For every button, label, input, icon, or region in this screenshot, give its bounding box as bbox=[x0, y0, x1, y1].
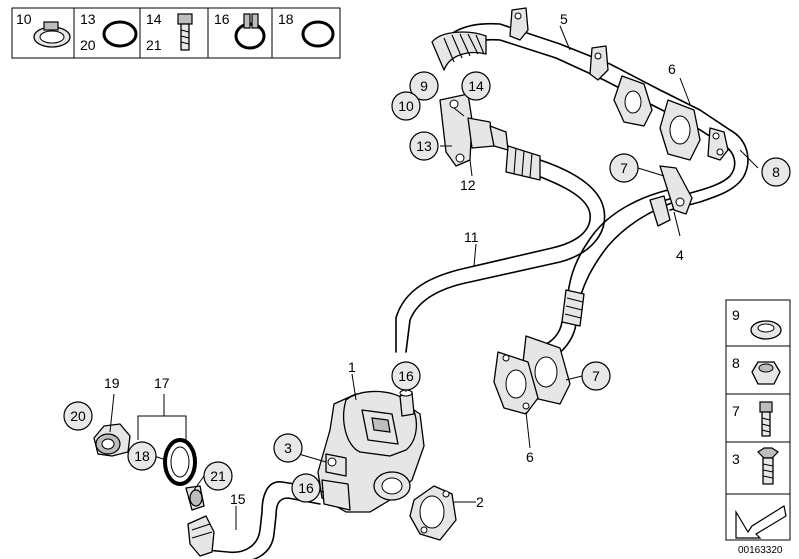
vacuum-hose bbox=[395, 145, 606, 353]
callout-10: 10 bbox=[398, 98, 414, 114]
legend-top: 10 13 20 14 21 16 18 bbox=[11, 7, 341, 59]
egr-pipe-lower bbox=[493, 165, 693, 415]
callout-bubble-16-lower: 16 bbox=[291, 473, 321, 503]
lower-pipe-bellows bbox=[561, 289, 585, 327]
callout-5: 5 bbox=[560, 11, 568, 27]
hose-fitting bbox=[185, 485, 205, 511]
throttle-housing bbox=[317, 389, 425, 513]
cap-nut bbox=[93, 423, 131, 457]
reference-number: 00163320 bbox=[738, 545, 783, 556]
legend-top-item-21: 21 bbox=[146, 37, 162, 53]
callout-bubble-20: 20 bbox=[63, 401, 93, 431]
callout-1: 1 bbox=[348, 359, 356, 375]
callout-18: 18 bbox=[134, 448, 150, 464]
pipe-bellows bbox=[431, 31, 487, 71]
fitting-seal bbox=[163, 438, 197, 486]
callout-16-upper: 16 bbox=[398, 368, 414, 384]
legend-side-item-8: 8 bbox=[732, 355, 740, 371]
pressure-converter bbox=[439, 93, 509, 167]
callout-15: 15 bbox=[230, 491, 246, 507]
legend-top-item-14: 14 bbox=[146, 11, 162, 27]
spring-clamp-icon bbox=[234, 13, 266, 50]
o-ring-icon bbox=[102, 20, 138, 48]
throttle-gasket bbox=[409, 485, 457, 541]
callout-8: 8 bbox=[772, 164, 780, 180]
callout-7-lower: 7 bbox=[592, 368, 600, 384]
callout-6-lower: 6 bbox=[526, 449, 534, 465]
washer-icon bbox=[750, 320, 782, 340]
direction-arrow-icon bbox=[735, 505, 787, 539]
callout-bubble-7-lower: 7 bbox=[581, 361, 611, 391]
callout-12: 12 bbox=[460, 177, 476, 193]
callout-bubble-7-upper: 7 bbox=[609, 153, 639, 183]
callout-bubble-3: 3 bbox=[273, 433, 303, 463]
stud-icon bbox=[759, 401, 773, 437]
legend-top-item-16: 16 bbox=[214, 11, 230, 27]
callout-17: 17 bbox=[154, 375, 170, 391]
legend-side: 9 8 7 3 bbox=[725, 299, 791, 541]
flange-bolt-icon bbox=[757, 447, 779, 485]
callout-21: 21 bbox=[210, 468, 226, 484]
callout-11: 11 bbox=[464, 229, 479, 245]
coolant-hose bbox=[187, 481, 321, 559]
legend-side-item-7: 7 bbox=[732, 403, 740, 419]
callout-16-lower: 16 bbox=[298, 480, 314, 496]
callout-9: 9 bbox=[420, 78, 428, 94]
pipe-bracket-mid bbox=[589, 45, 609, 81]
legend-top-item-10: 10 bbox=[16, 11, 32, 27]
pipe-clip bbox=[649, 195, 671, 227]
legend-side-item-9: 9 bbox=[732, 307, 740, 323]
legend-top-item-13: 13 bbox=[80, 11, 96, 27]
callout-4: 4 bbox=[676, 247, 684, 263]
callout-19: 19 bbox=[104, 375, 120, 391]
callout-7-upper: 7 bbox=[620, 160, 628, 176]
seal-ring-icon bbox=[301, 20, 335, 48]
callout-bubble-14: 14 bbox=[461, 71, 491, 101]
callout-14: 14 bbox=[468, 78, 484, 94]
callout-3: 3 bbox=[284, 440, 292, 456]
nut-icon bbox=[751, 361, 781, 385]
callout-bubble-8: 8 bbox=[761, 157, 791, 187]
legend-top-item-18: 18 bbox=[278, 11, 294, 27]
callout-6-upper: 6 bbox=[668, 61, 676, 77]
callout-bubble-13: 13 bbox=[409, 131, 439, 161]
callout-20: 20 bbox=[70, 408, 86, 424]
clamp-icon bbox=[33, 21, 71, 48]
callout-13: 13 bbox=[416, 138, 432, 154]
egr-pipe-upper bbox=[431, 7, 749, 211]
legend-top-item-20: 20 bbox=[80, 37, 96, 53]
callout-bubble-10: 10 bbox=[391, 91, 421, 121]
callout-bubble-21: 21 bbox=[203, 461, 233, 491]
callout-bubble-16-upper: 16 bbox=[391, 361, 421, 391]
callout-bubble-18: 18 bbox=[127, 441, 157, 471]
callout-bubble-9: 9 bbox=[409, 71, 439, 101]
callout-2: 2 bbox=[476, 494, 484, 510]
legend-side-item-3: 3 bbox=[732, 451, 740, 467]
bolt-icon bbox=[177, 13, 193, 51]
